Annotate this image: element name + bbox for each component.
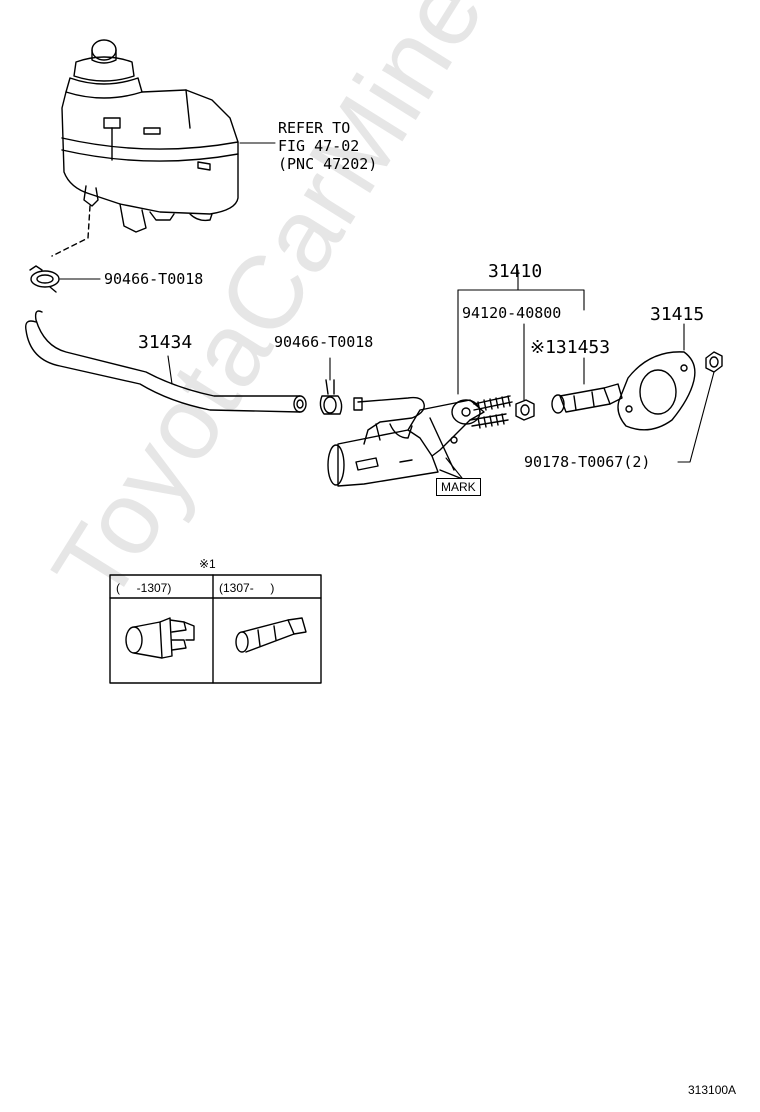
reservoir-ref-line-3: (PNC 47202) [278, 155, 378, 173]
master-cylinder [327, 396, 485, 487]
hose-clip-lower [319, 379, 343, 415]
master-cylinder-part-number: 31410 [488, 261, 543, 282]
flange-nut [705, 351, 723, 373]
reservoir-tank [61, 39, 239, 233]
inset-header-new: (1307- ) [219, 581, 275, 595]
inset-table [109, 574, 322, 684]
stud-bolts [469, 395, 513, 429]
gasket-part-number: 31415 [650, 304, 705, 325]
hose-clip-upper [29, 265, 60, 293]
inset-push-rod-new [235, 617, 307, 653]
clip-lower-part-number: 90466-T0018 [274, 333, 374, 351]
inset-note: ※1 [199, 557, 216, 571]
push-rod [551, 383, 623, 414]
inset-push-rod-old [125, 617, 195, 659]
clip-upper-part-number: 90466-T0018 [104, 270, 204, 288]
inset-header-old: ( -1307) [116, 581, 172, 595]
leader-lines [59, 142, 715, 479]
reservoir-hose [25, 310, 307, 413]
connection-dashed-line [51, 205, 91, 257]
push-rod-bushing [515, 399, 535, 421]
push-rod-part-number: ※131453 [530, 337, 611, 358]
nut-part-number: 90178-T0067(2) [524, 453, 651, 471]
stud-bolt-part-number: 94120-40800 [462, 304, 562, 322]
gasket [617, 351, 696, 431]
figure-id: 313100A [688, 1083, 737, 1097]
hose-part-number: 31434 [138, 332, 193, 353]
mark-label: MARK [436, 478, 481, 496]
reservoir-ref-line-1: REFER TO [278, 119, 351, 137]
reservoir-ref-line-2: FIG 47-02 [278, 137, 360, 155]
